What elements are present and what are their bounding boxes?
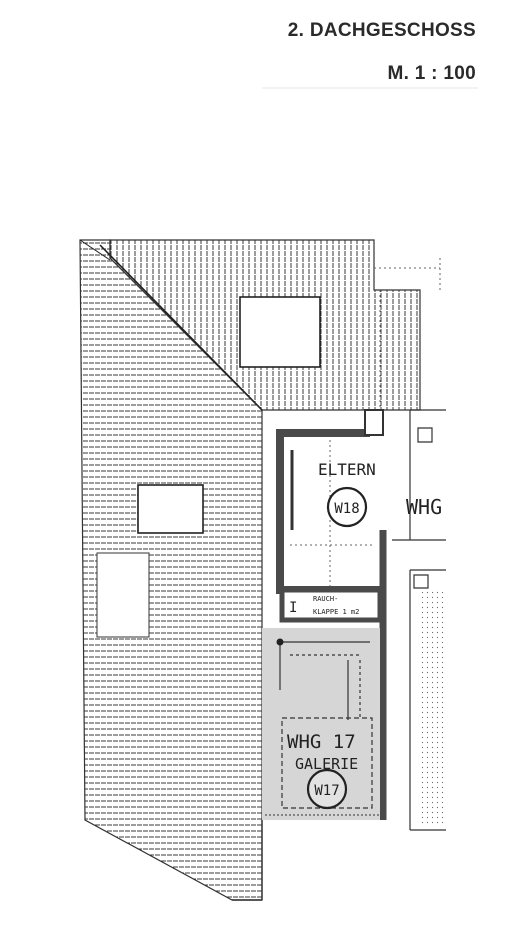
hip-line [99, 244, 263, 411]
w18-marker [326, 486, 368, 528]
rauch-label-1: RAUCH- [313, 595, 338, 603]
w17-marker [306, 768, 348, 810]
hip-corner [79, 239, 111, 261]
rauch-label-2: KLAPPE 1 m2 [313, 608, 359, 616]
stair-post [276, 638, 284, 646]
room-label-galerie: GALERIE [295, 755, 358, 773]
right-rooms [392, 409, 446, 831]
skylight-left [137, 484, 204, 534]
room-label-eltern: ELTERN [318, 460, 376, 479]
dormer-opening [96, 552, 150, 638]
unit-code-w17: W17 [314, 783, 339, 799]
wall-column [364, 409, 384, 436]
unit-code-w18: W18 [334, 501, 359, 517]
unit-label-whg17: WHG 17 [287, 731, 356, 753]
plan-scale: M. 1 : 100 [387, 63, 476, 84]
plan-title: 2. DACHGESCHOSS [287, 20, 476, 41]
rauchklappe-box [279, 587, 383, 623]
rauch-mark: I [289, 600, 297, 616]
skylight-top [239, 296, 321, 368]
unit-label-whg: WHG [406, 495, 442, 519]
gallery-stairs [279, 641, 373, 809]
right-room-fill [420, 590, 446, 825]
